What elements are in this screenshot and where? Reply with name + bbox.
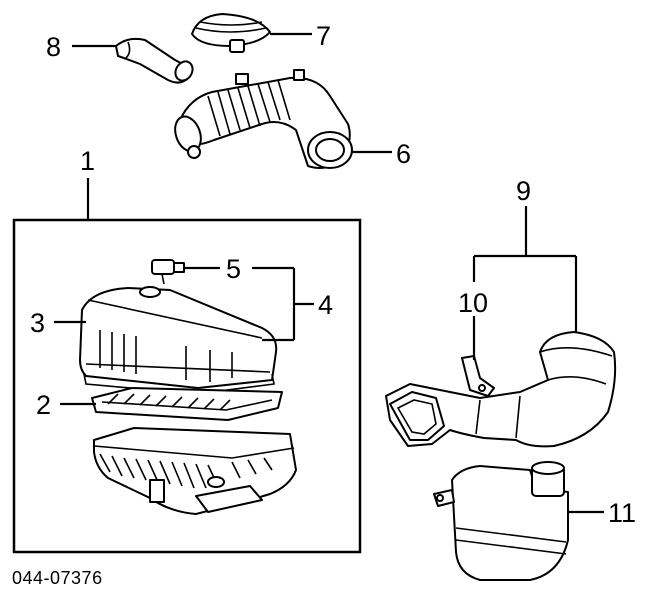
part-7-cap — [191, 13, 271, 53]
assembly-box — [12, 218, 362, 554]
callout-lines — [54, 32, 604, 514]
part-3-cleaner-cover — [79, 286, 278, 395]
lower-case — [93, 427, 297, 515]
label-8: 8 — [46, 32, 61, 62]
part-2-filter — [91, 387, 283, 421]
part-9-duct — [385, 331, 617, 448]
label-3: 3 — [30, 308, 45, 338]
part-5-sensor — [151, 259, 185, 285]
label-11: 11 — [608, 498, 636, 528]
diagram-code: 044-07376 — [12, 568, 103, 588]
label-10: 10 — [458, 288, 488, 318]
part-6-intake-hose — [174, 69, 353, 169]
label-2: 2 — [36, 390, 51, 420]
label-6: 6 — [396, 139, 411, 169]
label-5: 5 — [226, 254, 241, 284]
label-4: 4 — [318, 290, 333, 320]
part-11-resonator — [433, 461, 569, 581]
label-9: 9 — [516, 176, 531, 206]
label-7: 7 — [316, 21, 331, 51]
part-8-hose — [115, 37, 194, 84]
label-1: 1 — [80, 146, 95, 176]
